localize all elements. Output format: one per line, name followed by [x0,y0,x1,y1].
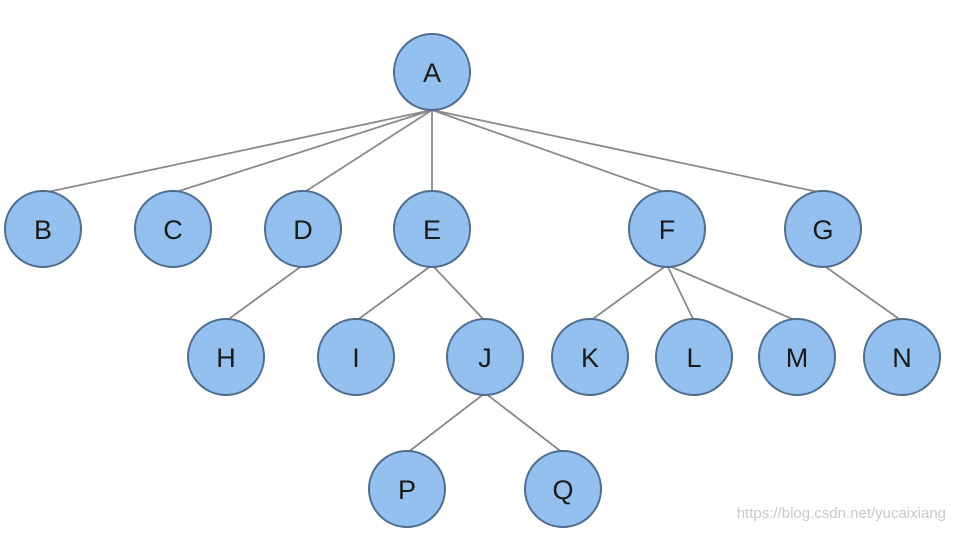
node-h: H [187,318,265,396]
node-label-d: D [293,215,313,245]
node-circle-a [393,33,471,111]
node-circle-e [393,190,471,268]
node-m: M [758,318,836,396]
edge-j-p [406,392,486,454]
node-circle-q [524,450,602,528]
node-label-q: Q [552,475,573,505]
watermark: https://blog.csdn.net/yucaixiang [736,505,946,522]
node-e: E [393,190,471,268]
edge-e-j [431,264,486,322]
node-circle-l [655,318,733,396]
node-b: B [4,190,82,268]
tree-nodes: A B C D E F G H I J K L M N P Q [4,33,941,528]
node-c: C [134,190,212,268]
node-circle-f [628,190,706,268]
node-label-h: H [216,343,236,373]
edge-d-h [225,264,304,322]
node-circle-b [4,190,82,268]
node-label-l: L [686,343,701,373]
node-label-c: C [163,215,183,245]
tree-edges [42,109,903,454]
edge-g-n [822,264,903,322]
node-circle-g [784,190,862,268]
node-g: G [784,190,862,268]
node-label-n: N [892,343,912,373]
edge-a-c [172,109,433,194]
node-p: P [368,450,446,528]
edge-f-k [589,264,668,322]
edge-a-f [431,109,668,194]
edge-f-m [666,264,798,322]
node-label-b: B [34,215,52,245]
node-circle-p [368,450,446,528]
node-label-m: M [786,343,809,373]
node-i: I [317,318,395,396]
node-circle-h [187,318,265,396]
edge-a-g [431,109,824,194]
edge-e-i [355,264,433,322]
node-circle-j [446,318,524,396]
node-f: F [628,190,706,268]
node-label-p: P [398,475,416,505]
node-label-j: J [478,343,492,373]
node-label-e: E [423,215,441,245]
node-circle-n [863,318,941,396]
edge-j-q [484,392,564,454]
node-label-k: K [581,343,599,373]
node-circle-i [317,318,395,396]
node-circle-c [134,190,212,268]
node-label-f: F [659,215,676,245]
node-circle-d [264,190,342,268]
node-circle-m [758,318,836,396]
node-d: D [264,190,342,268]
node-label-g: G [812,215,833,245]
node-n: N [863,318,941,396]
node-l: L [655,318,733,396]
node-j: J [446,318,524,396]
node-q: Q [524,450,602,528]
edge-a-b [42,109,433,194]
node-a: A [393,33,471,111]
node-label-a: A [423,58,441,88]
edge-f-l [666,264,695,322]
edge-a-d [302,109,433,194]
node-label-i: I [352,343,360,373]
node-k: K [551,318,629,396]
node-circle-k [551,318,629,396]
